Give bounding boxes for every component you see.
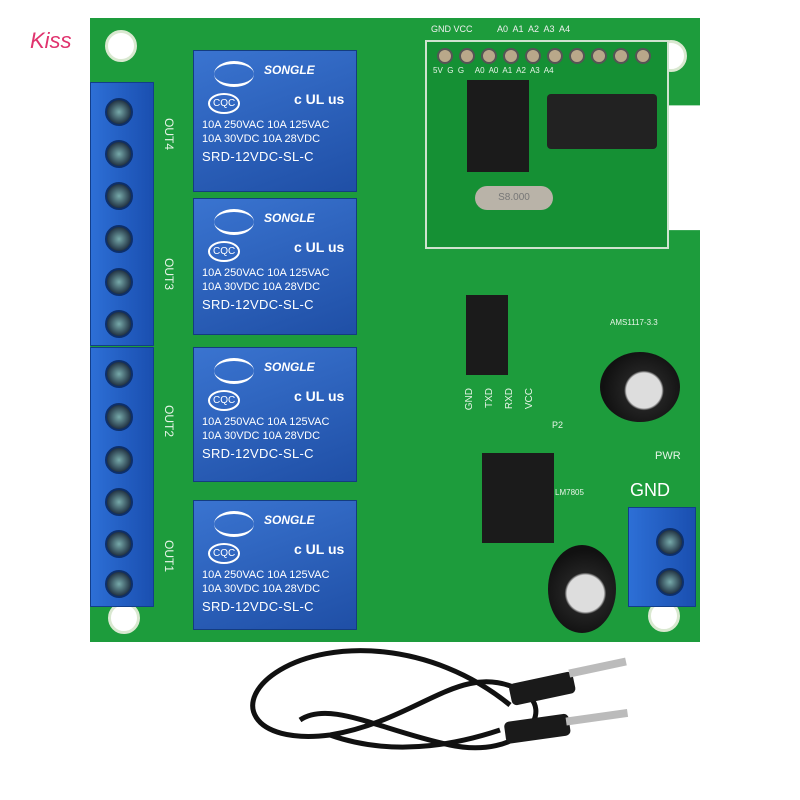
- screw-terminal: [105, 310, 133, 338]
- screw-terminal: [105, 268, 133, 296]
- relay-rating-1: 10A 250VAC 10A 125VAC: [202, 569, 330, 581]
- relay-model: SRD-12VDC-SL-C: [202, 297, 314, 312]
- relay-ul: c UL us: [294, 239, 345, 255]
- relay-cert: CQC: [208, 543, 241, 564]
- label-regulator: LM7805: [555, 488, 584, 497]
- label-ldo: AMS1117-3.3: [610, 318, 658, 327]
- relay-rating-1: 10A 250VAC 10A 125VAC: [202, 416, 330, 428]
- relay-brand: SONGLE: [264, 513, 315, 527]
- capacitor: [548, 545, 616, 633]
- screw-terminal: [656, 568, 684, 596]
- screw-terminal: [105, 225, 133, 253]
- relay-model: SRD-12VDC-SL-C: [202, 599, 314, 614]
- songle-logo-icon: [214, 358, 254, 384]
- label-p2: P2: [552, 420, 564, 430]
- header-pin: [591, 48, 607, 64]
- audio-plug-1: [509, 671, 576, 706]
- relay-4: SONGLE CQC c UL us 10A 250VAC 10A 125VAC…: [193, 50, 357, 192]
- screw-terminal: [105, 488, 133, 516]
- cable-wire: [329, 727, 501, 750]
- header-pin: [547, 48, 563, 64]
- relay-rating-1: 10A 250VAC 10A 125VAC: [202, 119, 330, 131]
- screw-terminal: [105, 570, 133, 598]
- mp3-audio-module: GND VCC A0 A1 A2 A3 A4 5V G G A0 A0 A1 A…: [425, 24, 669, 249]
- header-pin: [525, 48, 541, 64]
- relay-cert: CQC: [208, 390, 241, 411]
- label-pwr: PWR: [655, 450, 681, 462]
- voltage-regulator: [482, 453, 554, 543]
- crystal: S8.000: [475, 186, 553, 210]
- terminal-block-out2-out1: [90, 347, 154, 607]
- watermark: Kiss: [30, 28, 72, 53]
- screw-terminal: [105, 182, 133, 210]
- relay-brand: SONGLE: [264, 211, 315, 225]
- screw-terminal: [105, 140, 133, 168]
- audio-plug-2: [504, 713, 571, 744]
- screw-terminal: [656, 528, 684, 556]
- relay-brand: SONGLE: [264, 360, 315, 374]
- header-pin: [569, 48, 585, 64]
- relay-rating-2: 10A 30VDC 10A 28VDC: [202, 281, 321, 293]
- relay-2: SONGLE CQC c UL us 10A 250VAC 10A 125VAC…: [193, 347, 357, 482]
- capacitor: [600, 352, 680, 422]
- header-pin: [459, 48, 475, 64]
- label-gnd-power: GND: [630, 480, 670, 500]
- relay-cert: CQC: [208, 241, 241, 262]
- relay-brand: SONGLE: [264, 63, 315, 77]
- relay-3: SONGLE CQC c UL us 10A 250VAC 10A 125VAC…: [193, 198, 357, 335]
- header-pin: [635, 48, 651, 64]
- relay-rating-2: 10A 30VDC 10A 28VDC: [202, 583, 321, 595]
- relay-model: SRD-12VDC-SL-C: [202, 446, 314, 461]
- header-pin: [481, 48, 497, 64]
- relay-rating-2: 10A 30VDC 10A 28VDC: [202, 430, 321, 442]
- header-pin: [503, 48, 519, 64]
- usb-serial-chip: [466, 295, 508, 375]
- relay-1: SONGLE CQC c UL us 10A 250VAC 10A 125VAC…: [193, 500, 357, 630]
- screw-terminal: [105, 530, 133, 558]
- relay-model: SRD-12VDC-SL-C: [202, 149, 314, 164]
- screw-terminal: [105, 446, 133, 474]
- header-pin: [437, 48, 453, 64]
- screw-terminal: [105, 403, 133, 431]
- screw-terminal: [105, 98, 133, 126]
- plug-tip: [565, 708, 629, 726]
- songle-logo-icon: [214, 511, 254, 537]
- mounting-hole: [105, 30, 137, 62]
- relay-rating-1: 10A 250VAC 10A 125VAC: [202, 267, 330, 279]
- relay-ul: c UL us: [294, 91, 345, 107]
- songle-logo-icon: [214, 61, 254, 87]
- relay-rating-2: 10A 30VDC 10A 28VDC: [202, 133, 321, 145]
- relay-cert: CQC: [208, 93, 241, 114]
- header-labels: GND VCC A0 A1 A2 A3 A4: [431, 24, 571, 34]
- audio-jack: [547, 94, 657, 149]
- pin-labels: 5V G G A0 A0 A1 A2 A3 A4: [433, 66, 554, 75]
- relay-ul: c UL us: [294, 541, 345, 557]
- screw-terminal: [105, 360, 133, 388]
- mp3-decoder-chip: [467, 80, 529, 172]
- relay-ul: c UL us: [294, 388, 345, 404]
- songle-logo-icon: [214, 209, 254, 235]
- plug-tip: [568, 657, 627, 678]
- terminal-block-out4-out3: [90, 82, 154, 346]
- header-pin: [613, 48, 629, 64]
